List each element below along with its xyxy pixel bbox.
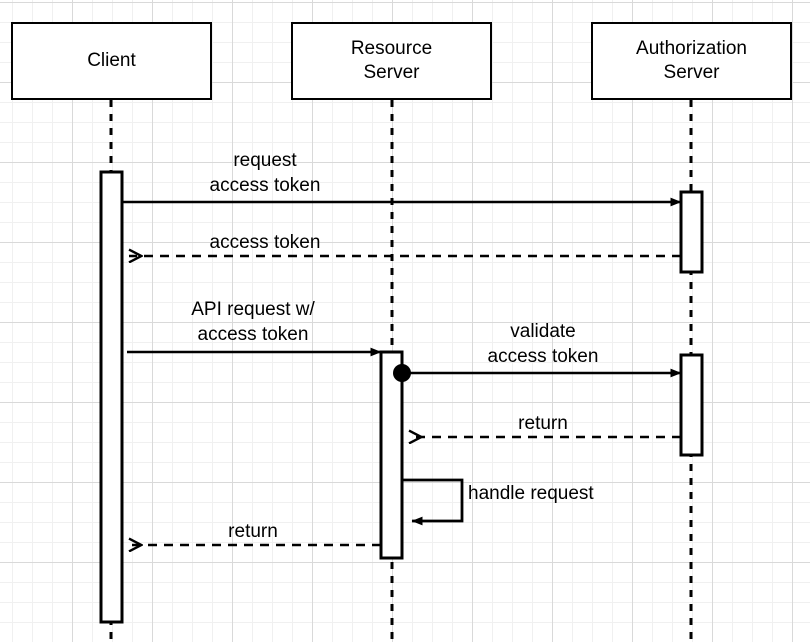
participant-box-client[interactable]: Client: [11, 22, 212, 100]
activation-bar-authorization-server-1: [679, 190, 704, 274]
message-label-request-access-token: request access token: [209, 150, 321, 196]
message-label-api-response-return: return: [228, 521, 278, 542]
found-message-ball-icon: [393, 364, 411, 382]
message-arrows: [122, 197, 682, 545]
message-label-api-request-with-access-token: API request w/ access token: [191, 299, 315, 345]
arrow-handle-request-self-call: [402, 478, 464, 526]
message-label-validate-access-token: validate access token: [487, 321, 599, 367]
activation-bar-client: [99, 170, 124, 624]
message-label-handle-request: handle request: [468, 483, 594, 504]
message-label-validate-return: return: [518, 413, 568, 434]
participant-box-authorization-server[interactable]: Authorization Server: [591, 22, 792, 100]
activation-bar-authorization-server-2: [679, 353, 704, 457]
participant-box-resource-server[interactable]: Resource Server: [291, 22, 492, 100]
activation-bars: [99, 170, 704, 624]
activation-bar-resource-server: [379, 350, 404, 560]
message-label-access-token-return: access token: [209, 232, 321, 253]
